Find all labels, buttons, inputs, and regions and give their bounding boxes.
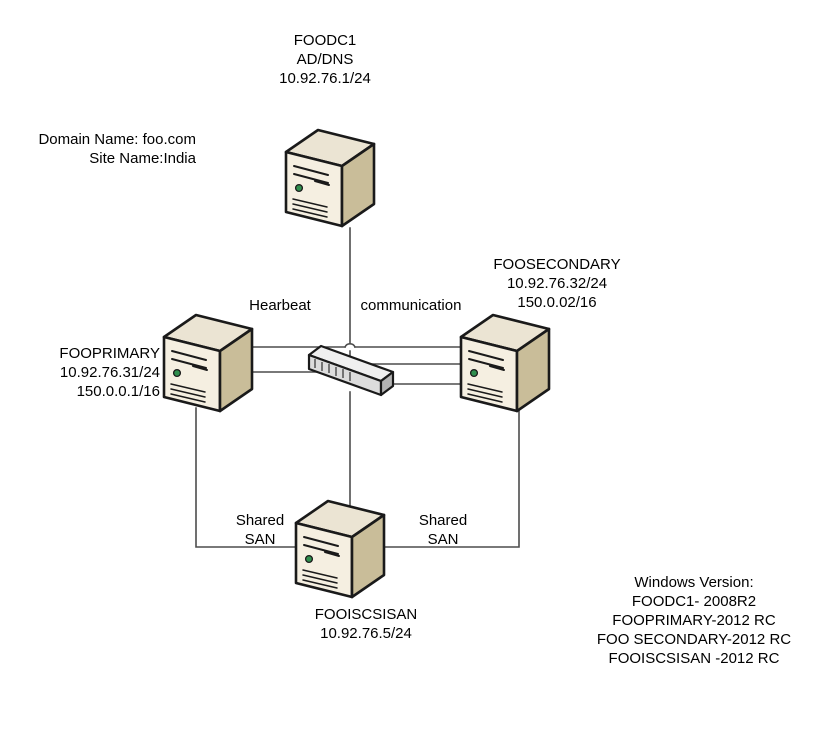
label-heartbeat: Hearbeat: [249, 297, 311, 314]
label-shared-san-left: Shared SAN: [235, 512, 285, 548]
node-switch[interactable]: [303, 340, 399, 407]
label-fooiscsisan: FOOISCSISAN 10.92.76.5/24: [314, 606, 418, 642]
server-tower-icon: [459, 313, 551, 413]
label-shared-san-right: Shared SAN: [418, 512, 468, 548]
server-tower-icon: [284, 128, 376, 228]
server-tower-icon: [162, 313, 254, 413]
label-fooprimary: FOOPRIMARY 10.92.76.31/24 150.0.0.1/16: [59, 345, 160, 400]
label-communication: communication: [360, 297, 462, 314]
label-windows-version: Windows Version: FOODC1- 2008R2 FOOPRIMA…: [596, 574, 792, 667]
label-domain-site: Domain Name: foo.com Site Name:India: [38, 131, 196, 167]
node-fooprimary[interactable]: [160, 311, 256, 420]
node-foosecondary[interactable]: [457, 311, 553, 420]
label-foodc1: FOODC1 AD/DNS 10.92.76.1/24: [279, 32, 371, 87]
link-fooprimary-san: [195, 407, 306, 548]
network-switch-icon: [307, 344, 395, 397]
label-foosecondary: FOOSECONDARY 10.92.76.32/24 150.0.02/16: [493, 256, 621, 311]
node-fooiscsisan[interactable]: [292, 497, 388, 606]
server-tower-icon: [294, 499, 386, 599]
link-foosecondary-san: [377, 407, 520, 548]
node-foodc1[interactable]: [282, 126, 378, 235]
